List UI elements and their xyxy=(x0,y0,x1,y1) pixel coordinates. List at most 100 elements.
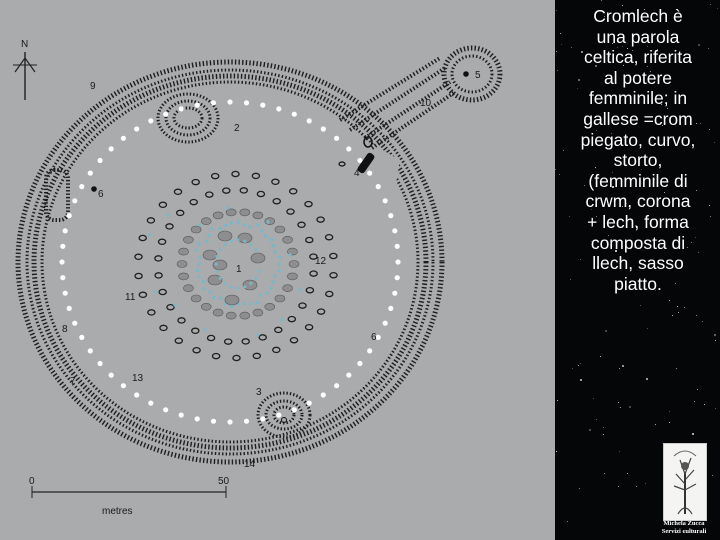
posthole xyxy=(288,188,298,195)
bluestone xyxy=(223,302,227,306)
aubrey-hole xyxy=(395,259,401,265)
aubrey-hole xyxy=(163,407,169,413)
star xyxy=(696,190,698,192)
star xyxy=(614,250,617,253)
bluestone xyxy=(236,220,240,224)
sarsen-stone xyxy=(212,308,224,317)
posthole xyxy=(147,309,156,316)
sarsen-stone xyxy=(178,272,189,281)
bluestone xyxy=(236,238,240,242)
posthole xyxy=(316,308,326,315)
star xyxy=(595,167,597,168)
trilithon-stone xyxy=(224,294,240,306)
aubrey-hole xyxy=(367,170,373,176)
sarsen-stone xyxy=(274,294,286,303)
star xyxy=(687,246,689,248)
posthole xyxy=(177,317,186,324)
posthole xyxy=(173,188,183,196)
star xyxy=(621,365,624,367)
posthole xyxy=(166,303,175,311)
bluestone xyxy=(254,276,258,280)
bluestone xyxy=(197,262,201,266)
star xyxy=(635,224,638,227)
posthole xyxy=(138,234,147,242)
aubrey-hole xyxy=(148,400,154,406)
aubrey-hole xyxy=(243,100,250,106)
posthole xyxy=(286,208,295,215)
star xyxy=(594,65,597,68)
bluestone xyxy=(271,280,276,284)
star xyxy=(595,130,597,131)
posthole xyxy=(309,270,318,277)
avenue-banks xyxy=(338,45,503,150)
star xyxy=(617,46,619,48)
caption-line: piatto. xyxy=(614,273,662,294)
barrow-stone xyxy=(281,417,287,423)
star xyxy=(610,132,612,134)
star xyxy=(675,282,677,284)
aubrey-hole xyxy=(334,383,340,389)
bank-ring xyxy=(40,80,420,444)
star xyxy=(646,327,648,329)
posthole xyxy=(157,238,167,246)
sarsen-stone xyxy=(239,311,251,320)
star xyxy=(581,50,584,53)
star xyxy=(608,54,611,57)
star xyxy=(708,204,710,206)
sarsen-stone xyxy=(183,284,194,293)
avenue-bank xyxy=(370,90,457,150)
barrow-mounds xyxy=(44,92,312,439)
feature-number-11: 11 xyxy=(125,292,136,303)
scale-start: 0 xyxy=(29,476,35,487)
bluestone xyxy=(203,328,207,332)
posthole xyxy=(309,253,318,260)
aubrey-hole xyxy=(210,100,217,106)
aubrey-hole xyxy=(382,320,388,326)
star xyxy=(695,123,697,125)
aubrey-hole xyxy=(276,412,282,418)
caption-panel: Cromlech è una parola celtica, riferita … xyxy=(555,0,720,540)
stone-hole xyxy=(338,161,346,167)
aubrey-hole xyxy=(194,102,200,108)
posthole xyxy=(159,324,168,332)
sarsen-stone xyxy=(178,247,189,256)
star xyxy=(589,428,592,431)
sarsen-stone xyxy=(225,208,237,217)
star xyxy=(623,64,625,66)
star xyxy=(596,266,599,269)
aubrey-hole xyxy=(306,118,312,124)
star xyxy=(558,173,560,175)
posthole xyxy=(329,252,338,260)
star xyxy=(672,315,674,317)
star xyxy=(638,18,640,20)
posthole xyxy=(158,288,167,296)
posthole xyxy=(175,209,185,217)
posthole xyxy=(329,271,338,279)
star xyxy=(704,404,706,406)
posthole xyxy=(231,170,240,178)
posthole xyxy=(272,197,281,205)
aubrey-hole xyxy=(60,243,66,249)
aubrey-hole xyxy=(394,243,400,249)
caption-line: gallese =crom xyxy=(583,108,693,129)
posthole xyxy=(211,352,221,360)
caption-line: + lech, forma xyxy=(587,211,689,232)
bluestone xyxy=(278,255,282,260)
caption-line: crwm, corona xyxy=(585,191,691,212)
posthole xyxy=(174,337,184,344)
bluestone xyxy=(277,262,281,266)
aubrey-hole xyxy=(357,360,363,367)
feature-number-2: 2 xyxy=(234,123,240,134)
sarsen-stone xyxy=(225,311,237,320)
aubrey-hole xyxy=(59,259,65,265)
bluestone xyxy=(271,244,276,248)
tree-woman-icon xyxy=(673,450,697,515)
star xyxy=(658,143,660,145)
star xyxy=(557,400,559,402)
station-stones xyxy=(91,136,375,192)
caption-text: Cromlech è una parola celtica, riferita … xyxy=(563,6,713,294)
aubrey-hole xyxy=(72,320,78,326)
bluestone xyxy=(218,296,223,301)
barrow-stone xyxy=(463,71,469,77)
aubrey-hole xyxy=(97,157,103,164)
